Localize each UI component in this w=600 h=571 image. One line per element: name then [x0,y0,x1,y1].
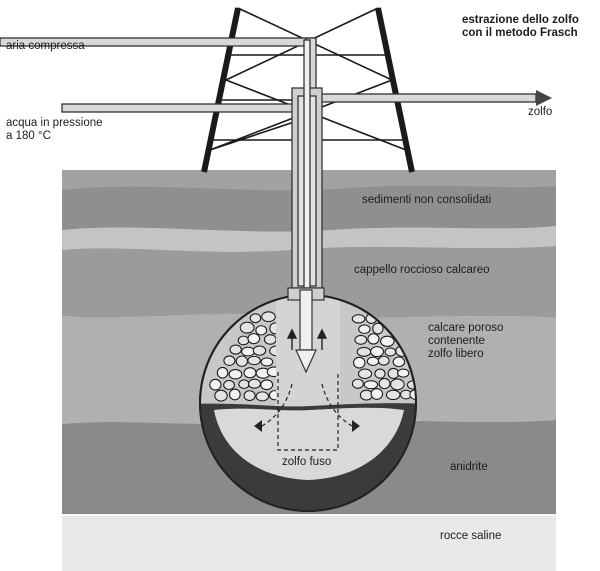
stone [372,322,384,335]
salt-rocks-layer [62,515,556,571]
stone [247,333,261,345]
stone [229,344,242,355]
pressurized-water-label: acqua in pressione a 180 °C [6,117,103,143]
stone [397,368,410,378]
stone [353,356,366,369]
stone [370,387,384,400]
sulfur-out-label: zolfo [528,106,553,118]
sulfur-chamber [199,287,417,512]
porous-limestone-line-3: zolfo libero [428,348,484,360]
stone [223,355,236,366]
stone [235,355,249,367]
caprock-label: cappello roccioso calcareo [354,264,490,276]
stone [209,378,222,391]
porous-stones [209,311,416,402]
stone [228,388,241,401]
stone [409,388,416,401]
stone [260,357,274,367]
stone [367,333,380,345]
porous-limestone-line-2: contenente [428,335,485,347]
stone [255,325,268,336]
anhydrite-label: anidrite [450,461,488,473]
flow-arrows [286,328,328,350]
hot-water-pipe [61,103,309,113]
well-casing [291,39,323,289]
down-arrow [295,349,317,374]
stone [358,324,371,334]
stone [228,368,243,380]
stone [249,313,262,324]
stone [247,355,261,366]
stone [357,368,373,380]
sediments-label: sedimenti non consolidati [362,194,492,206]
chamber-pipes [287,287,325,374]
stone [370,346,385,358]
stone [378,377,391,390]
molten-sulfur-label: zolfo fuso [282,456,332,468]
pressurized-water-line-1: acqua in pressione [6,117,103,129]
compressed-air-label: aria compressa [6,40,85,52]
stone [385,389,401,401]
porous-limestone-line-1: calcare poroso [428,322,504,334]
stone [241,346,256,357]
sulfur-out-arrow [536,90,552,106]
stone [354,334,368,345]
stone [356,346,372,357]
stone [366,356,380,366]
stone [392,356,406,368]
title-line-2: con il metodo Frasch [462,27,578,39]
stone [377,355,390,366]
stone [216,366,229,379]
stone [243,367,257,379]
stone [214,389,228,402]
stone [243,390,256,402]
side-arrows [254,420,360,432]
diagram-title: estrazione dello zolfo con il metodo Fra… [462,14,579,40]
sulfur-outlet-pipe [317,93,537,103]
stone [261,311,276,323]
stone [223,379,235,391]
stone [238,379,250,389]
stone [260,379,274,391]
stone [237,335,250,346]
stone [247,378,262,389]
salt-rocks-label: rocce saline [440,530,502,542]
porous-limestone-label: calcare poroso contenente zolfo libero [428,322,503,361]
dashed-flow [261,372,353,451]
stone [363,380,379,390]
stone [380,335,395,347]
stone [255,391,270,402]
stone [384,347,397,357]
title-line-1: estrazione dello zolfo [462,14,579,26]
stone [252,345,267,356]
stone [239,321,255,334]
stone [351,378,364,389]
stone [390,378,405,391]
stone [374,368,386,379]
stone [263,334,277,345]
inner-air-tube [303,39,311,289]
pressurized-water-line-2: a 180 °C [6,130,51,142]
stone [351,314,366,324]
